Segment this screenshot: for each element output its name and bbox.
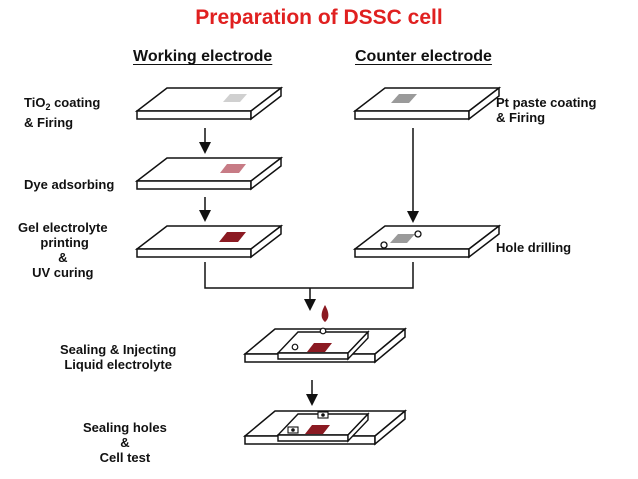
label-sealing-injecting: Sealing & Injecting Liquid electrolyte bbox=[60, 342, 177, 372]
assembly-sealing bbox=[242, 327, 408, 364]
electrolyte-droplet bbox=[321, 305, 329, 322]
plate-gel bbox=[134, 224, 284, 259]
gel-film bbox=[219, 232, 246, 242]
sealed-cell-film bbox=[307, 343, 332, 352]
hole-pt-film bbox=[390, 234, 415, 243]
assembly-final bbox=[242, 409, 408, 446]
diagram-title: Preparation of DSSC cell bbox=[195, 6, 443, 29]
tio2-film bbox=[223, 94, 247, 102]
label-sealing-holes: Sealing holes & Cell test bbox=[83, 420, 167, 465]
counter-electrode-heading: Counter electrode bbox=[355, 48, 492, 65]
label-gel-electrolyte: Gel electrolyte printing & UV curing bbox=[18, 220, 108, 280]
label-hole-drilling: Hole drilling bbox=[496, 240, 572, 255]
drilled-hole-left bbox=[380, 241, 388, 249]
plate-tio2 bbox=[134, 86, 284, 121]
merge-connector bbox=[204, 262, 414, 289]
working-electrode-heading: Working electrode bbox=[133, 48, 273, 65]
dye-film bbox=[220, 164, 246, 173]
final-cell-film bbox=[305, 425, 330, 434]
plate-dye bbox=[134, 156, 284, 191]
drilled-hole-right bbox=[414, 230, 422, 238]
plate-pt bbox=[352, 86, 502, 121]
label-tio2-coating: TiO2 coating& Firing bbox=[24, 95, 101, 130]
label-dye-adsorbing: Dye adsorbing bbox=[24, 177, 115, 192]
plate-hole bbox=[352, 224, 502, 259]
label-pt-paste: Pt paste coating & Firing bbox=[496, 95, 597, 125]
pt-film bbox=[391, 94, 417, 103]
